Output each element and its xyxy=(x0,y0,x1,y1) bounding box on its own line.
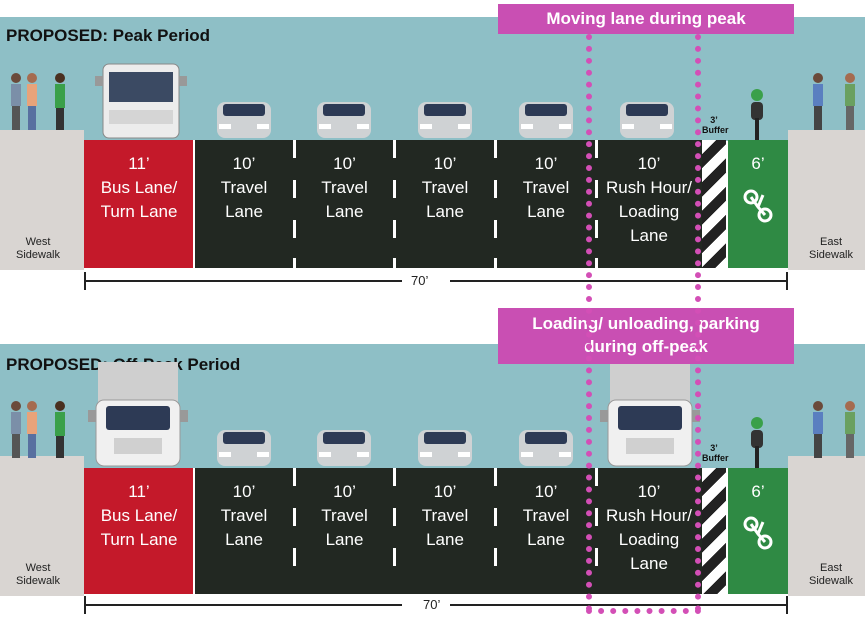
car-icon xyxy=(317,430,371,466)
lane-divider xyxy=(494,468,497,486)
west-sidewalk xyxy=(0,456,84,596)
pedestrian-icon xyxy=(813,73,855,130)
dimension-tick xyxy=(84,272,86,290)
lane-label: 10’Travel Lane xyxy=(220,482,268,549)
dimension-line xyxy=(450,604,788,606)
lane-label: 6’ xyxy=(751,482,765,501)
car-icon xyxy=(519,430,573,466)
dimension-line xyxy=(84,280,402,282)
bus-lane xyxy=(84,140,194,268)
buffer-label: 3’ Buffer xyxy=(702,115,729,135)
buffer-label: 3’ Buffer xyxy=(702,443,729,463)
lane-label: 10’Travel Lane xyxy=(321,154,368,221)
lane-divider xyxy=(293,468,296,486)
lane-divider xyxy=(595,140,598,158)
car-icon xyxy=(519,102,573,138)
car-icon xyxy=(317,102,371,138)
peak-title: PROPOSED: Peak Period xyxy=(6,26,211,45)
lane-divider xyxy=(494,220,497,238)
car-icon xyxy=(418,102,472,138)
lane-label: 11’Bus Lane/ Turn Lane xyxy=(100,482,178,549)
east-sidewalk-label: East Sidewalk xyxy=(808,562,854,587)
lane-label: 10’Travel Lane xyxy=(421,154,469,221)
lane-label: 10’Rush Hour/ Loading Lane xyxy=(606,482,692,573)
buffer-stripes xyxy=(702,140,726,268)
lane-divider xyxy=(193,140,195,268)
lane-label: 11’Bus Lane/ Turn Lane xyxy=(100,154,178,221)
highlight-border-right xyxy=(695,34,701,612)
lane-divider xyxy=(595,258,598,268)
cyclist-icon xyxy=(751,89,763,140)
lane-divider xyxy=(393,508,396,526)
east-sidewalk-label: East Sidewalk xyxy=(808,236,854,261)
pedestrian-icon xyxy=(11,401,65,458)
lane-divider xyxy=(494,508,497,526)
car-icon xyxy=(217,102,271,138)
truck-icon xyxy=(600,362,700,467)
lane-divider xyxy=(494,180,497,198)
lane-label: 6’ xyxy=(751,154,765,173)
offpeak-callout: Loading/ unloading, parking during off-p… xyxy=(498,308,794,364)
lane-label: 10’Rush Hour/ Loading Lane xyxy=(606,154,692,245)
offpeak-panel: PROPOSED: Off-Peak Period West Sidewalk … xyxy=(0,300,865,620)
lane-divider xyxy=(595,548,598,566)
bus-lane xyxy=(84,468,194,594)
lane-divider xyxy=(595,468,598,486)
car-icon xyxy=(217,430,271,466)
car-icon xyxy=(418,430,472,466)
highlight-border-bottom xyxy=(586,608,701,614)
bus-icon xyxy=(95,63,187,139)
roadway xyxy=(194,468,704,594)
lane-divider xyxy=(393,468,396,486)
bicycle-icon xyxy=(743,516,773,550)
dimension-line xyxy=(450,280,788,282)
lane-label: 10’Travel Lane xyxy=(321,482,368,549)
lane-divider xyxy=(393,140,396,158)
lane-divider xyxy=(193,468,195,594)
total-width: 70’ xyxy=(411,273,429,288)
lane-divider xyxy=(293,548,296,566)
lane-divider xyxy=(293,258,296,268)
lane-divider xyxy=(293,180,296,198)
lane-label: 10’Travel Lane xyxy=(522,482,570,549)
dimension-tick xyxy=(786,272,788,290)
bicycle-icon xyxy=(743,189,773,223)
pedestrian-icon xyxy=(11,73,65,130)
lane-divider xyxy=(595,508,598,526)
east-sidewalk xyxy=(788,130,865,270)
lane-divider xyxy=(293,220,296,238)
roadway xyxy=(194,140,704,268)
lane-divider xyxy=(595,180,598,198)
west-sidewalk-label: West Sidewalk xyxy=(15,236,61,261)
west-sidewalk-label: West Sidewalk xyxy=(15,562,61,587)
east-sidewalk xyxy=(788,456,865,596)
west-sidewalk xyxy=(0,130,84,270)
lane-divider xyxy=(494,258,497,268)
car-icon xyxy=(620,102,674,138)
lane-divider xyxy=(293,508,296,526)
cyclist-icon xyxy=(751,417,763,468)
dimension-line xyxy=(84,604,402,606)
lane-divider xyxy=(293,140,296,158)
lane-divider xyxy=(494,140,497,158)
lane-divider xyxy=(595,220,598,238)
lane-divider xyxy=(393,180,396,198)
dimension-tick xyxy=(84,596,86,614)
peak-callout: Moving lane during peak xyxy=(498,4,794,34)
truck-icon xyxy=(88,362,188,467)
pedestrian-icon xyxy=(813,401,855,458)
lane-divider xyxy=(393,258,396,268)
lane-label: 10’Travel Lane xyxy=(421,482,469,549)
lane-label: 10’Travel Lane xyxy=(220,154,268,221)
peak-panel: PROPOSED: Peak Period West Sidewalk East… xyxy=(0,0,865,300)
buffer-stripes xyxy=(702,468,726,594)
lane-divider xyxy=(393,548,396,566)
total-width: 70’ xyxy=(423,597,441,612)
highlight-border-left xyxy=(586,34,592,612)
lane-label: 10’Travel Lane xyxy=(522,154,570,221)
lane-divider xyxy=(393,220,396,238)
lane-divider xyxy=(494,548,497,566)
dimension-tick xyxy=(786,596,788,614)
